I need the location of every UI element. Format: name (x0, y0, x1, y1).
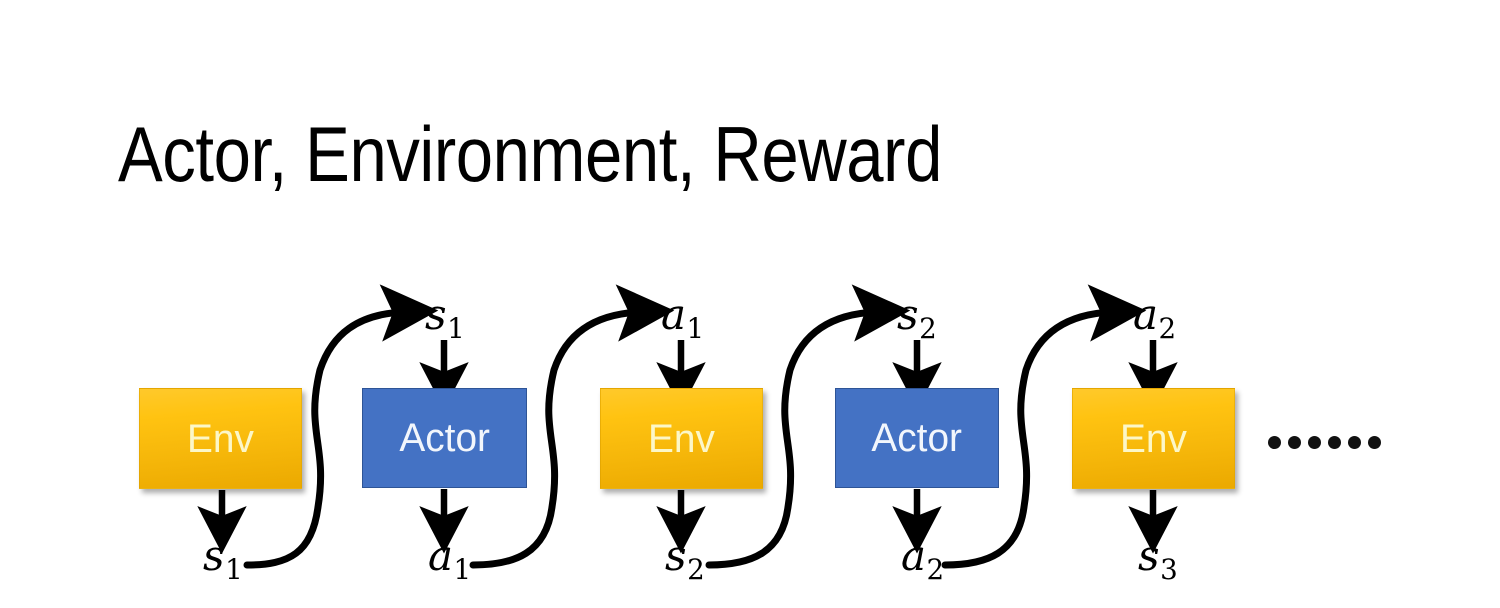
math-label-top-s1: s1 (425, 294, 465, 343)
math-subscript: 2 (926, 553, 945, 587)
math-base: a (428, 531, 454, 580)
math-base: s (203, 531, 225, 580)
ellipsis-dot (1328, 436, 1341, 449)
node-label: Env (648, 416, 715, 461)
math-base: a (661, 290, 687, 339)
math-base: s (1138, 531, 1160, 580)
math-subscript: 1 (447, 312, 465, 346)
down-arrows-out-of-boxes (197, 489, 1178, 554)
math-label-top-a2: a2 (1133, 294, 1176, 343)
ellipsis-dot (1308, 436, 1321, 449)
math-base: s (425, 290, 447, 339)
ellipsis-dot (1288, 436, 1301, 449)
ellipsis-dot (1348, 436, 1361, 449)
math-subscript: 1 (225, 553, 243, 587)
math-subscript: 1 (686, 312, 705, 346)
math-label-bot-s3: s3 (1138, 535, 1178, 584)
page-title: Actor, Environment, Reward (118, 110, 942, 198)
math-base: s (665, 531, 687, 580)
node-env1[interactable]: Env (139, 388, 302, 489)
math-subscript: 2 (1158, 312, 1177, 346)
ellipsis-dot (1268, 436, 1281, 449)
node-label: Env (1120, 416, 1187, 461)
math-subscript: 3 (1160, 553, 1178, 587)
node-label: Actor (399, 416, 490, 460)
math-subscript: 2 (687, 553, 705, 587)
ellipsis-indicator (1268, 436, 1381, 449)
down-arrows-into-boxes (419, 340, 1178, 410)
node-env2[interactable]: Env (600, 388, 763, 489)
node-env3[interactable]: Env (1072, 388, 1235, 489)
ellipsis-dot (1368, 436, 1381, 449)
math-label-bot-s1: s1 (203, 535, 243, 584)
math-label-bot-a1: a1 (428, 535, 471, 584)
node-actor1[interactable]: Actor (362, 388, 527, 488)
math-label-bot-a2: a2 (901, 535, 944, 584)
math-base: a (901, 531, 927, 580)
math-label-bot-s2: s2 (665, 535, 705, 584)
math-label-top-s2: s2 (897, 294, 937, 343)
math-label-top-a1: a1 (661, 294, 704, 343)
math-subscript: 1 (453, 553, 472, 587)
math-base: s (897, 290, 919, 339)
node-actor2[interactable]: Actor (835, 388, 999, 488)
math-base: a (1133, 290, 1159, 339)
node-label: Actor (871, 416, 963, 460)
node-label: Env (187, 416, 254, 461)
math-subscript: 2 (919, 312, 937, 346)
